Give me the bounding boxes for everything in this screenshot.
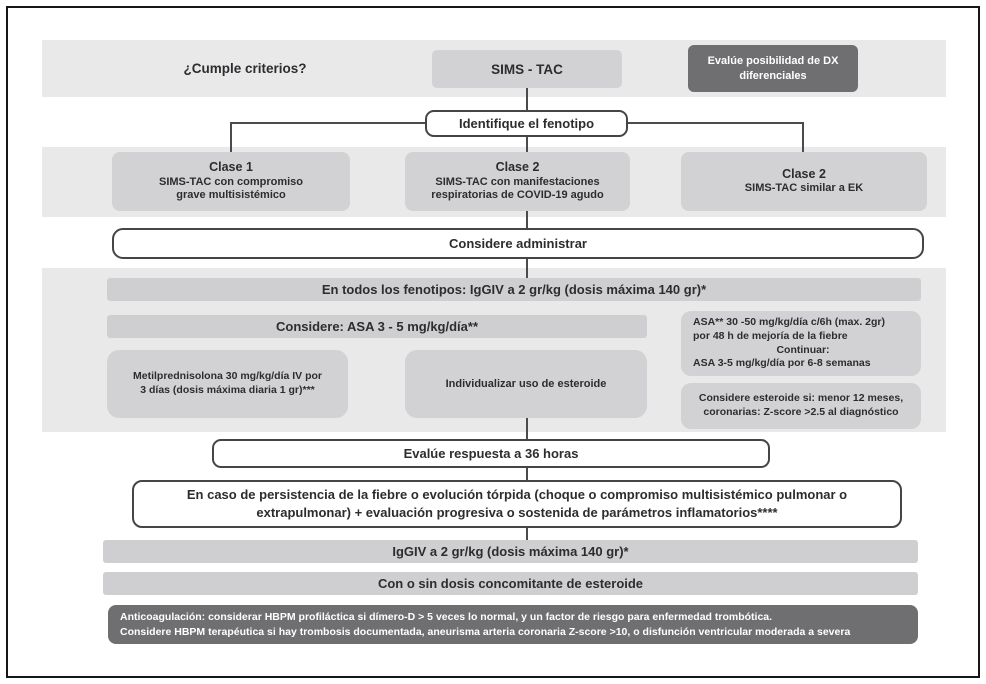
- connector-admin-to-treatment: [526, 258, 528, 279]
- all-phenotypes-iggiv-bar: En todos los fenotipos: IgGIV a 2 gr/kg …: [107, 278, 921, 301]
- connector-drop-class1: [230, 122, 232, 153]
- asa-detail-line4: ASA 3-5 mg/kg/día por 6-8 semanas: [693, 357, 871, 370]
- consider-administer-node: Considere administrar: [112, 228, 924, 259]
- class3-title: Clase 2: [782, 166, 826, 181]
- connector-persistence-to-iggiv: [526, 527, 528, 541]
- connector-start-to-identify: [526, 88, 528, 111]
- class2-title: Clase 2: [495, 159, 540, 174]
- anticoagulation-line2: Considere HBPM terapéutica si hay trombo…: [120, 625, 851, 638]
- consider-asa-bar: Considere: ASA 3 - 5 mg/kg/día**: [107, 315, 647, 338]
- class1-node: Clase 1 SIMS-TAC con compromiso grave mu…: [112, 152, 350, 211]
- connector-drop-class3: [802, 122, 804, 153]
- differential-dx-node: Evalúe posibilidad de DX diferenciales: [688, 45, 858, 92]
- connector-evaluate-to-persistence: [526, 467, 528, 481]
- iggiv-repeat-bar: IgGIV a 2 gr/kg (dosis máxima 140 gr)*: [103, 540, 918, 563]
- individualize-steroid-node: Individualizar uso de esteroide: [405, 350, 647, 418]
- methylprednisolone-node: Metilprednisolona 30 mg/kg/día IV por 3 …: [107, 350, 348, 418]
- sims-tac-start-node: SIMS - TAC: [432, 50, 622, 88]
- connector-branch-left: [230, 122, 426, 124]
- identify-phenotype-node: Identifique el fenotipo: [425, 110, 628, 137]
- connector-class2-to-admin: [526, 210, 528, 229]
- consider-steroid-if-node: Considere esteroide si: menor 12 meses, …: [681, 383, 921, 429]
- consider-steroid-line1: Considere esteroide si: menor 12 meses,: [698, 392, 904, 405]
- criteria-question-label: ¿Cumple criterios?: [183, 61, 307, 76]
- outer-border: [6, 6, 980, 678]
- asa-detail-node: ASA** 30 -50 mg/kg/día c/6h (max. 2gr) p…: [681, 311, 921, 376]
- asa-detail-line1: ASA** 30 -50 mg/kg/día c/6h (max. 2gr): [693, 316, 885, 329]
- asa-detail-line2: por 48 h de mejoría de la fiebre: [693, 329, 848, 342]
- asa-detail-line3: Continuar:: [776, 343, 830, 356]
- class3-node: Clase 2 SIMS-TAC similar a EK: [681, 152, 927, 211]
- class1-title: Clase 1: [209, 159, 253, 174]
- class2-line2: respiratorias de COVID-19 agudo: [431, 189, 604, 202]
- evaluate-response-node: Evalúe respuesta a 36 horas: [212, 439, 770, 468]
- connector-branch-right: [627, 122, 804, 124]
- anticoagulation-line1: Anticoagulación: considerar HBPM profilá…: [120, 610, 773, 623]
- connector-treatment-to-evaluate: [526, 417, 528, 440]
- connector-drop-class2: [526, 136, 528, 153]
- class2-line1: SIMS-TAC con manifestaciones: [435, 175, 600, 188]
- methylprednisolone-line2: 3 días (dosis máxima diaria 1 gr)***: [140, 384, 315, 396]
- class1-line1: SIMS-TAC con compromiso: [158, 175, 304, 188]
- methylprednisolone-line1: Metilprednisolona 30 mg/kg/día IV por: [132, 370, 323, 383]
- class2-node: Clase 2 SIMS-TAC con manifestaciones res…: [405, 152, 630, 211]
- steroid-concomitant-bar: Con o sin dosis concomitante de esteroid…: [103, 572, 918, 595]
- anticoagulation-node: Anticoagulación: considerar HBPM profilá…: [108, 605, 918, 644]
- class3-line1: SIMS-TAC similar a EK: [744, 182, 864, 195]
- class1-line2: grave multisistémico: [176, 189, 286, 202]
- consider-steroid-line2: coronarias: Z-score >2.5 al diagnóstico: [703, 406, 899, 418]
- persistence-node: En caso de persistencia de la fiebre o e…: [132, 480, 902, 528]
